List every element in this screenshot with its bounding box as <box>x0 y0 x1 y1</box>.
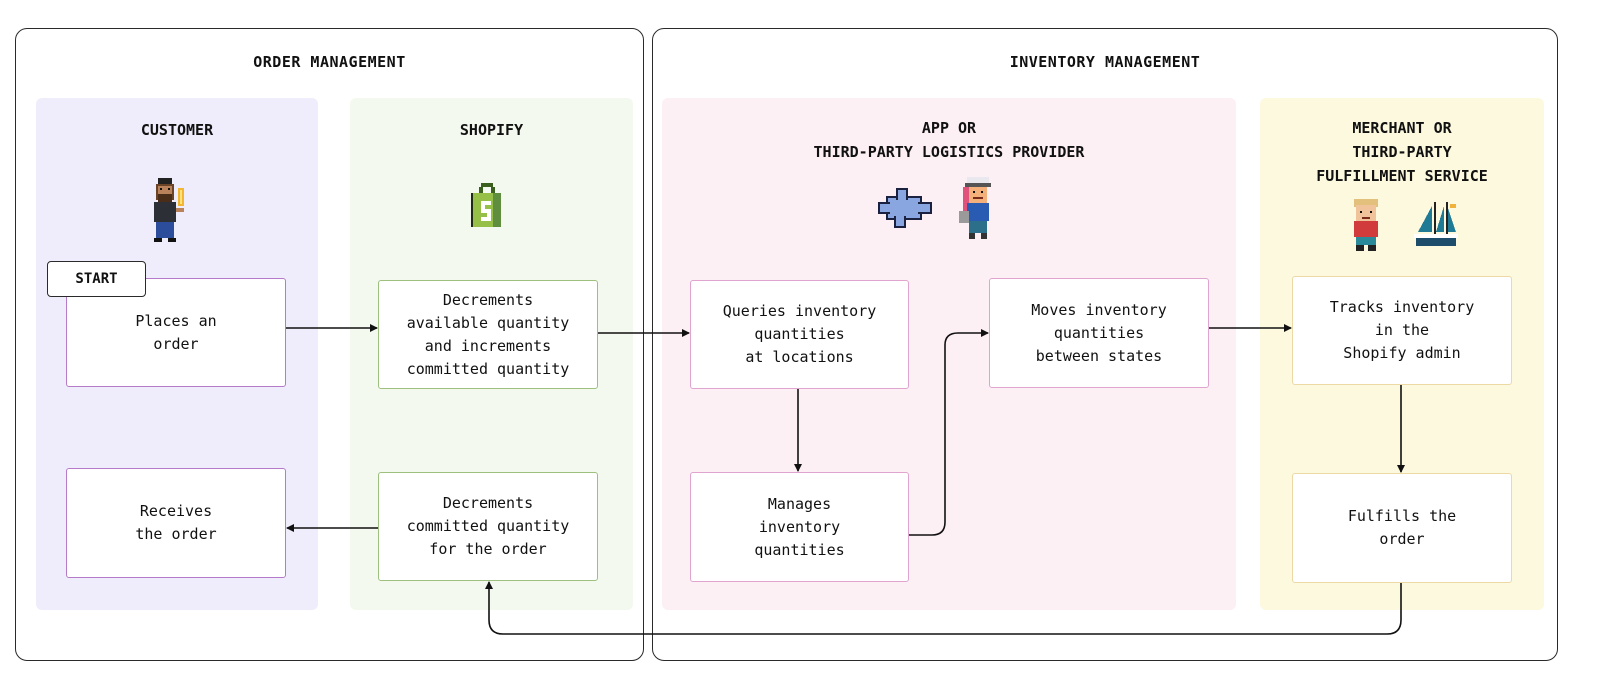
lane-title-app-3pl: APP OR THIRD-PARTY LOGISTICS PROVIDER <box>813 119 1085 161</box>
logistics-worker-icon <box>957 177 997 243</box>
customer-character-icon <box>148 178 192 248</box>
shopify-bag-icon <box>469 183 505 233</box>
sailboat-icon <box>1412 200 1460 252</box>
step-queries-inventory[interactable]: Queries inventory quantities at location… <box>690 280 909 389</box>
lane-title-shopify: SHOPIFY <box>459 121 524 139</box>
start-label: START <box>47 261 146 297</box>
step-decrement-available[interactable]: Decrements available quantity and increm… <box>378 280 598 389</box>
step-decrement-committed[interactable]: Decrements committed quantity for the or… <box>378 472 598 581</box>
puzzle-piece-icon <box>878 188 932 232</box>
lane-title-merchant: MERCHANT OR THIRD-PARTY FULFILLMENT SERV… <box>1316 119 1488 185</box>
step-manages-inventory[interactable]: Manages inventory quantities <box>690 472 909 582</box>
lane-title-customer: CUSTOMER <box>140 121 214 139</box>
inventory-management-title: INVENTORY MANAGEMENT <box>1009 53 1201 71</box>
step-receives-order[interactable]: Receives the order <box>66 468 286 578</box>
order-management-title: ORDER MANAGEMENT <box>253 53 406 71</box>
step-moves-inventory[interactable]: Moves inventory quantities between state… <box>989 278 1209 388</box>
step-fulfills-order[interactable]: Fulfills the order <box>1292 473 1512 583</box>
step-places-order[interactable]: Places an order <box>66 278 286 387</box>
step-tracks-inventory[interactable]: Tracks inventory in the Shopify admin <box>1292 276 1512 385</box>
merchant-character-icon <box>1350 199 1382 255</box>
